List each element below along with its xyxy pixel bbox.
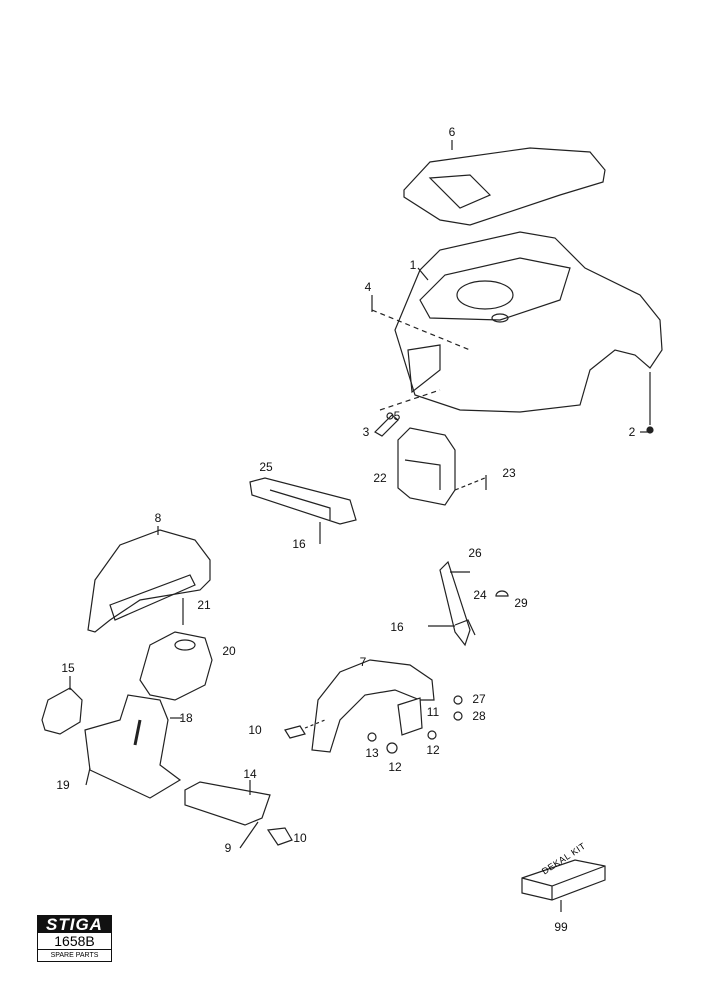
callout-label: 28: [472, 709, 486, 723]
callout-label: 29: [514, 596, 528, 610]
callout-label: 19: [56, 778, 70, 792]
callout-label: 22: [373, 471, 387, 485]
callout-label: 26: [468, 546, 482, 560]
part-tank-cover-20: [139, 631, 213, 701]
brand-logo: STIGA: [38, 916, 111, 933]
callout-label: 12: [388, 760, 402, 774]
callout-label: 99: [554, 920, 568, 934]
callout-label: 16: [390, 620, 404, 634]
callout-label: 13: [365, 746, 379, 760]
callout-label: 20: [222, 644, 236, 658]
part-bracket-24: [428, 560, 509, 647]
callout-label: 25: [259, 460, 273, 474]
callout-label: 9: [224, 841, 232, 855]
part-step-14: [184, 780, 293, 849]
part-bracket-22: [397, 427, 487, 506]
part-hood-body: [371, 231, 663, 437]
stiga-logo-block: STIGA 1658B SPARE PARTS: [37, 915, 112, 962]
callout-label: 10: [293, 831, 307, 845]
spare-parts-caption: SPARE PARTS: [50, 952, 99, 959]
callout-label: 6: [448, 125, 456, 139]
callout-label: 21: [197, 598, 211, 612]
callout-label: 24: [473, 588, 487, 602]
callout-label: 27: [472, 692, 486, 706]
diagram-code: 1658B: [38, 933, 111, 950]
callout-label: 15: [61, 661, 75, 675]
callout-label: 5: [393, 409, 401, 423]
callout-label: 7: [359, 655, 367, 669]
callout-label: 3: [362, 425, 370, 439]
part-hood-cover: [403, 140, 606, 226]
callout-label: 16: [292, 537, 306, 551]
callout-label: 2: [628, 425, 636, 439]
part-fender-8: [87, 526, 211, 633]
callout-label: 10: [248, 723, 262, 737]
callout-label: 14: [243, 767, 257, 781]
callout-label: 1: [409, 258, 417, 272]
callout-label: 11: [426, 705, 440, 719]
part-panel-25: [249, 477, 357, 544]
part-footplate-18: [84, 694, 182, 799]
callout-label: 23: [502, 466, 516, 480]
callout-label: 8: [154, 511, 162, 525]
callout-label: 12: [426, 743, 440, 757]
part-fender-7: [284, 659, 463, 754]
part-decal-kit-box: [521, 859, 606, 912]
part-cover-15: [41, 676, 83, 735]
callout-label: 18: [179, 711, 193, 725]
callout-label: 4: [364, 280, 372, 294]
